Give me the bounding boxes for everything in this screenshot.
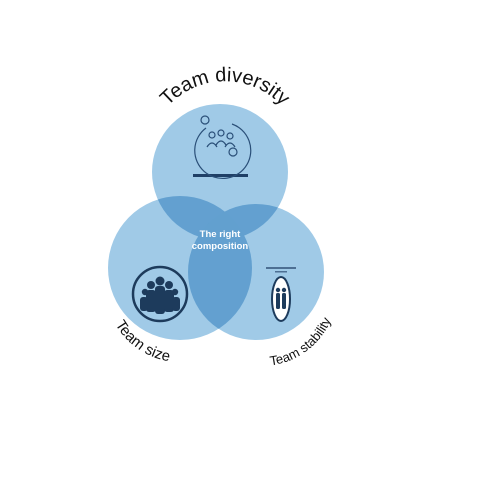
label-team-diversity: Team diversity	[156, 64, 294, 110]
team-oval-icon	[266, 267, 296, 322]
team-gears-icon	[194, 115, 252, 180]
overlap-regions	[152, 196, 288, 340]
divider-line	[193, 174, 248, 177]
center-label-line2: composition	[192, 241, 249, 252]
center-label-line1: The right	[200, 229, 241, 240]
group-people-icon	[131, 265, 189, 323]
